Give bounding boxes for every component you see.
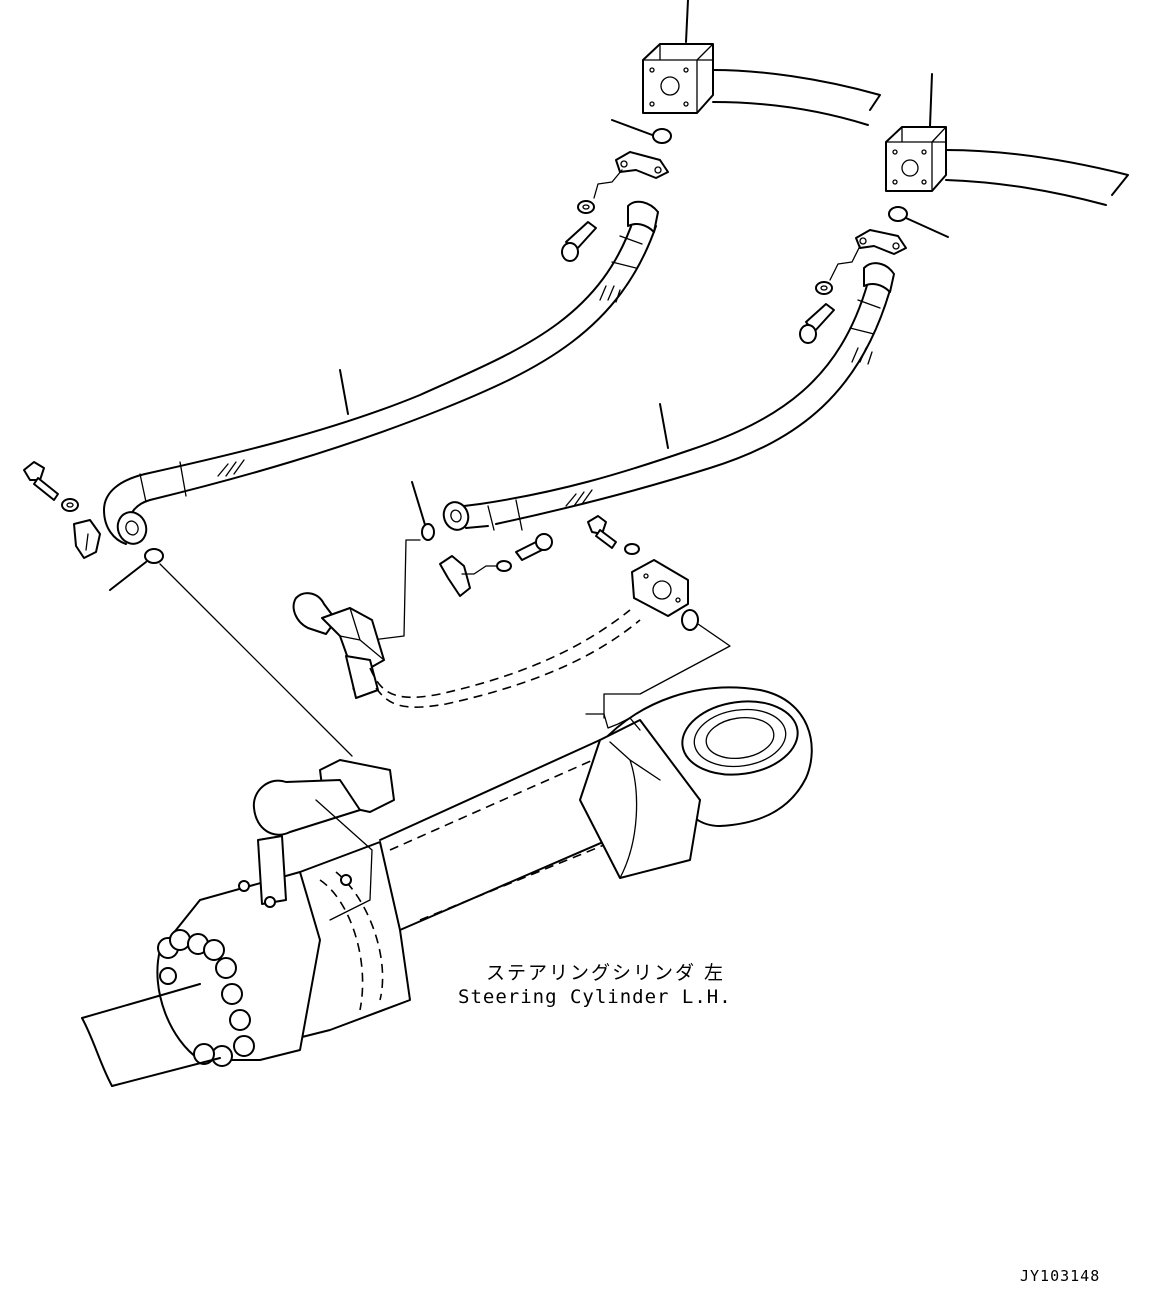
tube-assembly [292,559,689,708]
o-ring-lower-right [603,609,731,719]
cylinder-label-english: Steering Cylinder L.H. [458,986,732,1008]
o-ring-upper-right [888,206,949,238]
hydraulic-hose-left [103,200,659,545]
split-flange-middle [439,515,640,597]
valve-block-left [642,0,881,126]
figure-id: JY103148 [1020,1267,1101,1285]
split-flange-lower-left [23,461,101,559]
hydraulic-hose-right [442,262,895,531]
valve-block-right [885,73,1129,206]
cylinder-label-japanese: ステアリングシリンダ 左 [486,962,726,984]
steering-cylinder [81,686,813,1087]
o-ring-lower-left [109,548,353,757]
split-flange-upper-right [799,229,907,344]
o-ring-upper-left [611,119,672,144]
split-flange-upper-left [561,151,669,262]
o-ring-middle [371,481,435,641]
